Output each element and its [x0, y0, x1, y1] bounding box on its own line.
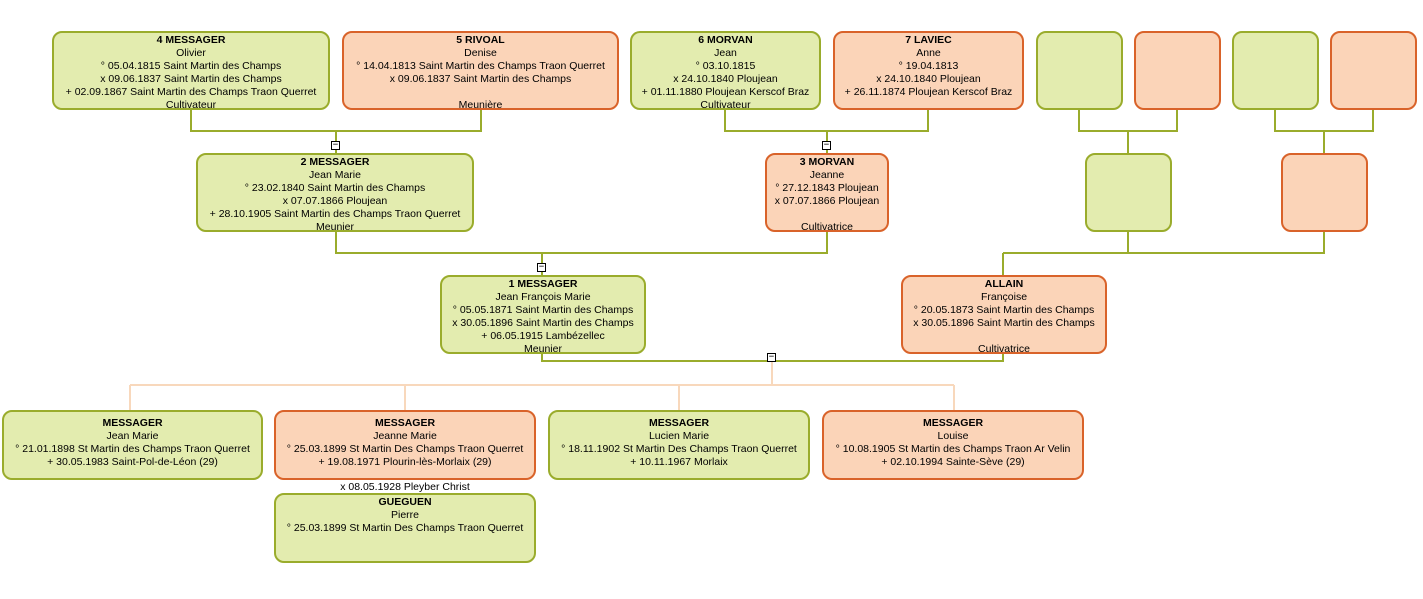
person-card-child-2[interactable]: MESSAGER Jeanne Marie ° 25.03.1899 St Ma…: [274, 410, 536, 480]
person-name: 5 RIVOAL: [456, 34, 505, 46]
person-card-child-2-spouse[interactable]: GUEGUEN Pierre ° 25.03.1899 St Martin De…: [274, 493, 536, 563]
collapse-toggle-children[interactable]: −: [767, 352, 776, 362]
person-card-p7[interactable]: 7 LAVIEC Anne ° 19.04.1813 x 24.10.1840 …: [833, 31, 1024, 110]
person-occupation: [835, 99, 1022, 108]
person-card-child-4[interactable]: MESSAGER Louise ° 10.08.1905 St Martin d…: [822, 410, 1084, 480]
person-firstname: Jean Marie: [106, 430, 159, 442]
person-detail: + 02.09.1867 Saint Martin des Champs Tra…: [65, 86, 317, 98]
person-detail: + 06.05.1915 Lambézellec: [481, 330, 605, 342]
person-card-p4[interactable]: 4 MESSAGER Olivier ° 05.04.1815 Saint Ma…: [52, 31, 330, 110]
person-occupation: Meunier: [316, 221, 354, 232]
person-card-child-3[interactable]: MESSAGER Lucien Marie ° 18.11.1902 St Ma…: [548, 410, 810, 480]
person-detail: ° 05.05.1871 Saint Martin des Champs: [452, 304, 634, 316]
person-detail: x 24.10.1840 Ploujean: [673, 73, 778, 85]
person-firstname: Anne: [916, 47, 941, 59]
person-name: 1 MESSAGER: [508, 278, 578, 290]
person-name: 6 MORVAN: [698, 34, 753, 46]
person-detail: [767, 208, 887, 221]
person-firstname: Françoise: [980, 291, 1028, 303]
person-detail: ° 03.10.1815: [695, 60, 756, 72]
person-detail: ° 10.08.1905 St Martin des Champs Traon …: [835, 443, 1071, 455]
person-name: MESSAGER: [648, 417, 710, 429]
person-firstname: Jeanne: [809, 169, 845, 181]
person-name: 2 MESSAGER: [300, 156, 370, 168]
person-firstname: Olivier: [176, 47, 206, 59]
person-name: 4 MESSAGER: [156, 34, 226, 46]
person-detail: ° 19.04.1813: [898, 60, 959, 72]
person-detail: ° 25.03.1899 St Martin Des Champs Traon …: [286, 443, 524, 455]
person-name: MESSAGER: [102, 417, 163, 429]
person-detail: + 02.10.1994 Sainte-Sève (29): [881, 456, 1025, 468]
person-detail: + 01.11.1880 Ploujean Kerscof Braz: [641, 86, 810, 98]
person-detail: ° 23.02.1840 Saint Martin des Champs: [244, 182, 426, 194]
person-firstname: Louise: [937, 430, 969, 442]
empty-person-card-female[interactable]: [1134, 31, 1221, 110]
person-firstname: Pierre: [390, 509, 419, 521]
person-card-child-1[interactable]: MESSAGER Jean Marie ° 21.01.1898 St Mart…: [2, 410, 263, 480]
person-card-p5[interactable]: 5 RIVOAL Denise ° 14.04.1813 Saint Marti…: [342, 31, 619, 110]
person-detail: + 10.11.1967 Morlaix: [630, 456, 728, 468]
empty-person-card-male[interactable]: [1085, 153, 1172, 232]
person-detail: x 30.05.1896 Saint Martin des Champs: [913, 317, 1095, 329]
person-firstname: Jean Marie: [309, 169, 361, 181]
person-detail: + 26.11.1874 Ploujean Kerscof Braz: [844, 86, 1013, 98]
person-name: GUEGUEN: [378, 496, 432, 508]
person-occupation: Meunière: [458, 99, 503, 110]
person-occupation: Meunier: [524, 343, 562, 354]
person-detail: ° 18.11.1902 St Martin Des Champs Traon …: [561, 443, 797, 455]
person-detail: x 07.07.1866 Ploujean: [774, 195, 880, 207]
person-card-p1[interactable]: 1 MESSAGER Jean François Marie ° 05.05.1…: [440, 275, 646, 354]
person-detail: + 30.05.1983 Saint-Pol-de-Léon (29): [47, 456, 218, 468]
person-detail: [903, 330, 1105, 343]
person-detail: x 30.05.1896 Saint Martin des Champs: [452, 317, 634, 329]
person-name: MESSAGER: [922, 417, 984, 429]
collapse-toggle-p3-parents[interactable]: −: [822, 140, 831, 150]
empty-person-card-male[interactable]: [1232, 31, 1319, 110]
person-card-p2[interactable]: 2 MESSAGER Jean Marie ° 23.02.1840 Saint…: [196, 153, 474, 232]
person-firstname: Jean François Marie: [495, 291, 591, 303]
person-occupation: Cultivatrice: [978, 343, 1030, 354]
collapse-toggle-p2-parents[interactable]: −: [331, 140, 340, 150]
person-detail: x 07.07.1866 Ploujean: [282, 195, 388, 207]
person-firstname: Jeanne Marie: [373, 430, 437, 442]
person-occupation: Cultivateur: [165, 99, 217, 110]
person-name: 3 MORVAN: [799, 156, 855, 168]
person-detail: ° 21.01.1898 St Martin des Champs Traon …: [15, 443, 250, 455]
person-detail: x 09.06.1837 Saint Martin des Champs: [100, 73, 282, 85]
person-detail: + 28.10.1905 Saint Martin des Champs Tra…: [209, 208, 461, 220]
person-detail: ° 14.04.1813 Saint Martin des Champs Tra…: [356, 60, 605, 72]
person-firstname: Lucien Marie: [648, 430, 710, 442]
person-detail: ° 27.12.1843 Ploujean: [775, 182, 879, 194]
person-name: ALLAIN: [984, 278, 1024, 290]
person-card-p3[interactable]: 3 MORVAN Jeanne ° 27.12.1843 Ploujean x …: [765, 153, 889, 232]
person-detail: ° 20.05.1873 Saint Martin des Champs: [913, 304, 1095, 316]
person-card-p6[interactable]: 6 MORVAN Jean ° 03.10.1815 x 24.10.1840 …: [630, 31, 821, 110]
child-2-marriage-label: x 08.05.1928 Pleyber Christ: [340, 481, 470, 493]
empty-person-card-female[interactable]: [1330, 31, 1417, 110]
person-detail: + 19.08.1971 Plourin-lès-Morlaix (29): [318, 456, 492, 468]
person-name: 7 LAVIEC: [905, 34, 952, 46]
person-card-spouse[interactable]: ALLAIN Françoise ° 20.05.1873 Saint Mart…: [901, 275, 1107, 354]
person-firstname: Jean: [714, 47, 737, 59]
person-firstname: Denise: [464, 47, 497, 59]
collapse-toggle-p1-parents[interactable]: −: [537, 262, 546, 272]
person-detail: ° 25.03.1899 St Martin Des Champs Traon …: [286, 522, 524, 534]
person-detail: x 09.06.1837 Saint Martin des Champs: [389, 73, 572, 85]
empty-person-card-female[interactable]: [1281, 153, 1368, 232]
person-detail: x 24.10.1840 Ploujean: [876, 73, 981, 85]
person-occupation: Cultivatrice: [801, 221, 853, 232]
empty-person-card-male[interactable]: [1036, 31, 1123, 110]
person-occupation: Cultivateur: [700, 99, 751, 110]
person-detail: [344, 86, 617, 99]
person-detail: ° 05.04.1815 Saint Martin des Champs: [100, 60, 282, 72]
person-name: MESSAGER: [374, 417, 436, 429]
